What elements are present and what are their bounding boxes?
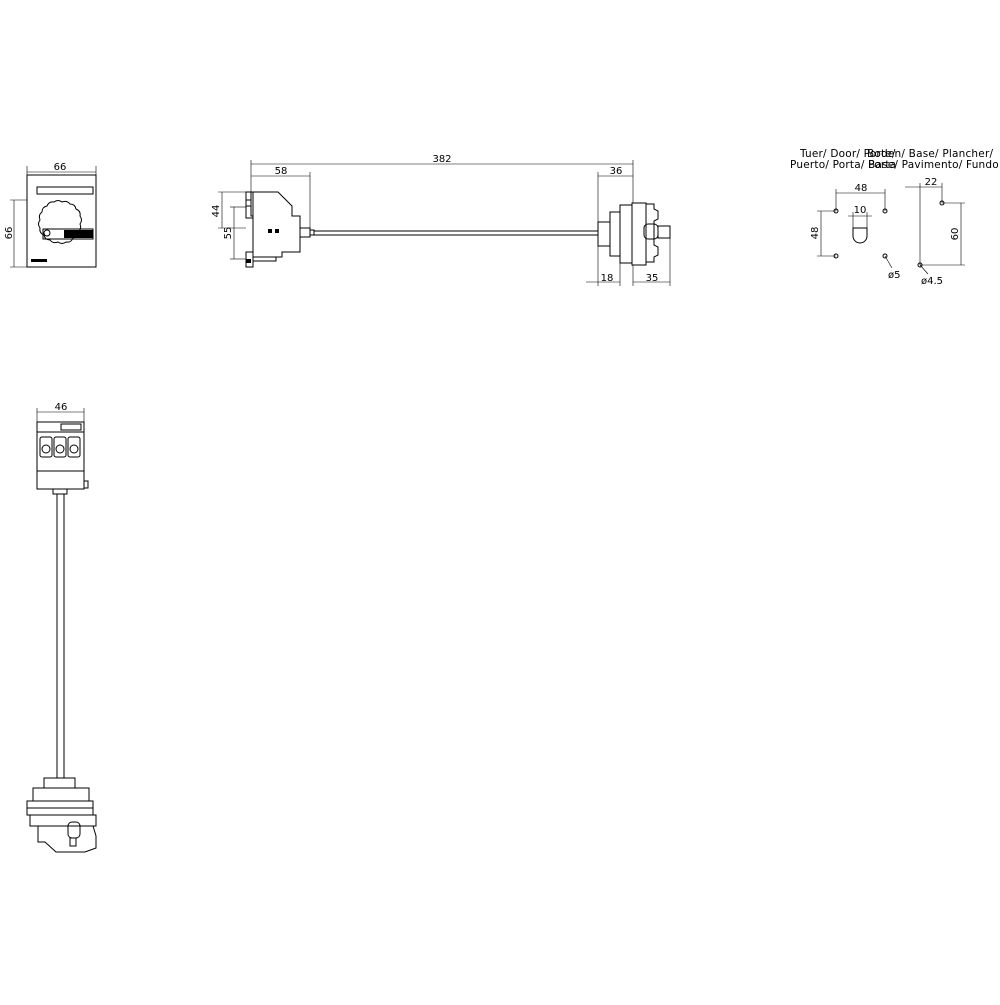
dim-55: 55 bbox=[223, 227, 234, 240]
handle-collar bbox=[597, 221, 611, 247]
dim-18: 18 bbox=[601, 273, 614, 284]
lock-hole-icon bbox=[43, 229, 51, 237]
handle-grip bbox=[645, 203, 659, 263]
door-label-line1: Tuer/ Door/ Porte/ bbox=[799, 148, 896, 160]
bottom-collar bbox=[43, 777, 76, 789]
bottom-flange bbox=[32, 787, 90, 802]
bracket-tab bbox=[245, 199, 252, 207]
terminal-3 bbox=[67, 436, 81, 458]
dim-front-height: 66 bbox=[4, 227, 15, 240]
switch-base bbox=[252, 256, 277, 262]
terminal-mark bbox=[268, 229, 272, 233]
dim-length-382: 382 bbox=[432, 154, 451, 165]
door-label-line2: Puerto/ Porta/ Porta bbox=[790, 159, 896, 171]
top-view-clip bbox=[83, 480, 89, 489]
screw-icon bbox=[65, 231, 71, 237]
base-label-line2: Base/ Pavimento/ Fundo bbox=[868, 159, 999, 171]
dim-front-width: 66 bbox=[54, 162, 67, 173]
door-hole-bottom-right bbox=[882, 253, 888, 259]
side-view: 382 58 36 44 55 18 35 bbox=[211, 154, 671, 286]
knob-handle-fill bbox=[64, 230, 93, 238]
bracket-clip bbox=[246, 259, 251, 263]
terminal-mark bbox=[275, 229, 279, 233]
terminal-screw-icon bbox=[69, 444, 79, 454]
dim-door-dia5: ø5 bbox=[888, 270, 900, 281]
front-view-label-plate bbox=[31, 259, 47, 262]
dim-top-46: 46 bbox=[55, 402, 68, 413]
dim-base-22: 22 bbox=[925, 177, 938, 188]
bottom-handle-grip bbox=[37, 825, 97, 853]
dim-base-60: 60 bbox=[950, 228, 961, 241]
door-center-cutout bbox=[852, 227, 868, 244]
dim-36: 36 bbox=[610, 166, 623, 177]
dim-door-48-v: 48 bbox=[810, 227, 821, 240]
front-view-outline bbox=[26, 174, 97, 268]
door-cutout-view: Tuer/ Door/ Porte/ Puerto/ Porta/ Porta … bbox=[790, 148, 900, 281]
top-view-coupling bbox=[52, 488, 68, 495]
dim-35: 35 bbox=[646, 273, 659, 284]
dim-44: 44 bbox=[211, 205, 222, 218]
terminal-screw-icon bbox=[41, 444, 51, 454]
rotary-knob bbox=[38, 200, 82, 244]
bottom-handle-lever bbox=[69, 837, 77, 847]
bottom-handle-body bbox=[29, 814, 97, 827]
dim-58: 58 bbox=[275, 166, 288, 177]
dim-door-48-h: 48 bbox=[855, 183, 868, 194]
shaft-coupling bbox=[299, 227, 311, 238]
bottom-handle-knob bbox=[67, 821, 81, 839]
base-mounting-view: Boden/ Base/ Plancher/ Base/ Pavimento/ … bbox=[867, 148, 999, 287]
terminal-2 bbox=[53, 436, 67, 458]
top-view: 46 bbox=[26, 402, 97, 853]
terminal-1 bbox=[39, 436, 53, 458]
shaft-coupling-end bbox=[309, 229, 315, 236]
handle-lever bbox=[657, 225, 671, 239]
mounting-bracket-top bbox=[245, 191, 254, 219]
dim-base-dia45: ø4.5 bbox=[921, 276, 943, 287]
top-view-label bbox=[60, 423, 82, 431]
terminal-screw-icon bbox=[55, 444, 65, 454]
front-view: 66 66 bbox=[4, 162, 97, 268]
switch-body bbox=[250, 191, 301, 258]
door-plate bbox=[619, 204, 633, 264]
base-label-line1: Boden/ Base/ Plancher/ bbox=[867, 148, 993, 160]
dim-door-10: 10 bbox=[854, 205, 867, 216]
front-view-top-slot bbox=[36, 186, 94, 195]
handle-flange bbox=[609, 211, 621, 257]
